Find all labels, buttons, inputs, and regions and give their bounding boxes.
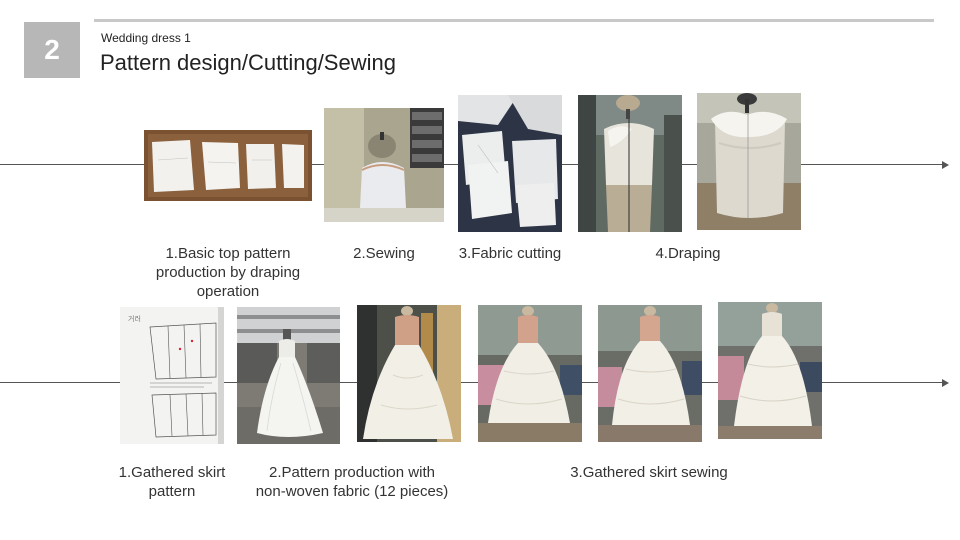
slide-subtitle: Wedding dress 1	[101, 31, 191, 45]
photo-skirt-sewing-2	[478, 305, 582, 442]
photo-skirt-sewing-3	[598, 305, 702, 442]
photo-sewing	[324, 108, 444, 222]
slide-number: 2	[24, 22, 80, 78]
photo-skirt-sewing-1	[357, 305, 461, 442]
row2-caption-2: 2.Pattern production with non-woven fabr…	[255, 464, 449, 500]
row2-caption-1: 1.Gathered skirt pattern	[118, 464, 226, 500]
photo-draping-front	[578, 95, 682, 232]
row2-caption-3: 3.Gathered skirt sewing	[570, 464, 728, 481]
row2-arrow-head	[942, 379, 949, 387]
top-rule	[94, 19, 934, 22]
photo-nonwoven-pattern	[237, 307, 340, 444]
row1-caption-4: 4.Draping	[655, 245, 721, 262]
row1-caption-1: 1.Basic top pattern production by drapin…	[155, 245, 301, 300]
photo-gathered-skirt-pattern: 거러	[120, 307, 224, 444]
photo-fabric-cutting	[458, 95, 562, 232]
photo-basic-top-pattern	[144, 130, 312, 201]
row1-caption-3: 3.Fabric cutting	[458, 245, 562, 262]
row1-arrow-head	[942, 161, 949, 169]
slide-title: Pattern design/Cutting/Sewing	[100, 50, 396, 75]
photo-skirt-sewing-4	[718, 302, 822, 439]
row2-timeline	[0, 382, 942, 383]
photo-draping-bust	[697, 93, 801, 230]
row1-caption-2: 2.Sewing	[353, 245, 415, 262]
pattern-sheet-note: 거러	[128, 314, 141, 323]
